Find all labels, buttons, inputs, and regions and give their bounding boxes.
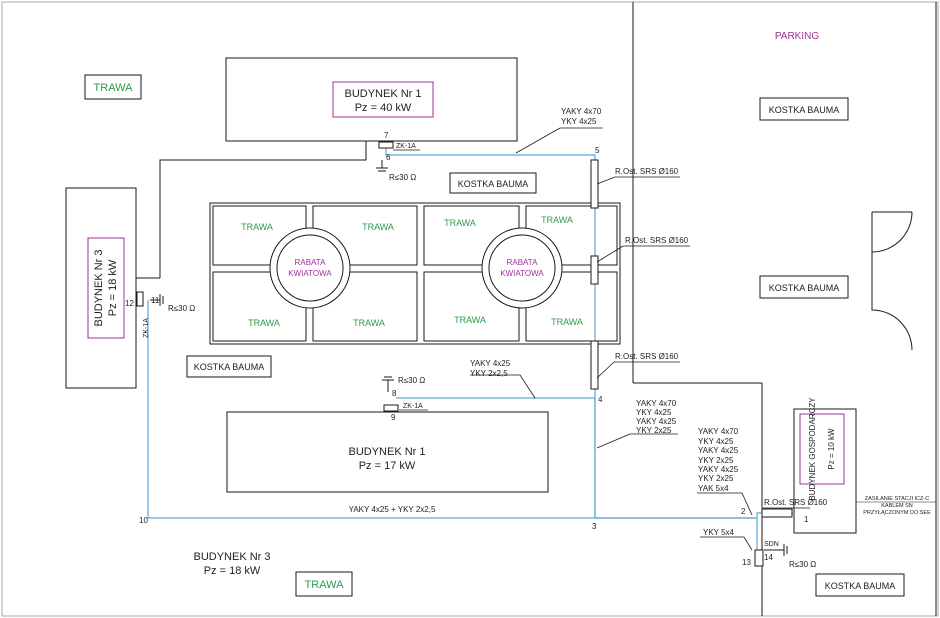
building-left bbox=[65, 187, 137, 389]
node-9: 9 bbox=[391, 413, 396, 422]
ground-label-3: R≤30 Ω bbox=[168, 304, 195, 313]
cable-right-a-2: YKY 4x25 bbox=[636, 408, 672, 417]
zk-mid-label: ZK-1A bbox=[403, 403, 423, 410]
kostka-top-right-label: KOSTKA BAUMA bbox=[769, 105, 840, 115]
kostka-left-label: KOSTKA BAUMA bbox=[194, 362, 265, 372]
cable-mid-line1: YAKY 4x25 bbox=[470, 359, 511, 368]
node-14: 14 bbox=[764, 553, 773, 562]
building-gospodarczy-name: BUDYNEK GOSPODARCZY bbox=[808, 397, 817, 501]
node-8: 8 bbox=[392, 389, 397, 398]
building-middle-name: BUDYNEK Nr 1 bbox=[348, 446, 425, 458]
garden-trawa-8: TRAWA bbox=[551, 317, 583, 327]
node-11: 11 bbox=[151, 296, 160, 305]
building-bottom-left-name: BUDYNEK Nr 3 bbox=[193, 551, 270, 563]
conduit-label-2: R.Ost. SRS Ø160 bbox=[625, 236, 689, 245]
cable-right-a-4: YKY 2x25 bbox=[636, 426, 672, 435]
note-line3: PRZYŁĄCZONYM DO SEE bbox=[863, 510, 931, 516]
node-4: 4 bbox=[598, 395, 603, 404]
cable-right-a-3: YAKY 4x25 bbox=[636, 417, 677, 426]
rabata-right-line2: KWIATOWA bbox=[500, 269, 544, 278]
cable-right-b-6: YKY 2x25 bbox=[698, 474, 734, 483]
node-3: 3 bbox=[592, 522, 597, 531]
trawa-top-box bbox=[84, 74, 142, 100]
building-top-name: BUDYNEK Nr 1 bbox=[344, 88, 421, 100]
cable-right-b-7: YAK 5x4 bbox=[698, 484, 729, 493]
sdn-label: SDN bbox=[764, 541, 779, 548]
leader-lines bbox=[393, 127, 810, 551]
cable-right-b-5: YAKY 4x25 bbox=[698, 465, 739, 474]
cable-right-b-4: YKY 2x25 bbox=[698, 456, 734, 465]
rabata-left-line1: RABATA bbox=[295, 258, 326, 267]
rabata-right-line1: RABATA bbox=[507, 258, 538, 267]
zk-top-label: ZK-1A bbox=[396, 143, 416, 150]
kostka-left-box bbox=[186, 355, 272, 378]
cable-sdn-feed: YKY 5x4 bbox=[703, 528, 735, 537]
conduit-label-1: R.Ost. SRS Ø160 bbox=[615, 167, 679, 176]
cable-mid-line2: YKY 2x2,5 bbox=[470, 369, 508, 378]
node-2: 2 bbox=[741, 507, 746, 516]
kostka-center-label: KOSTKA BAUMA bbox=[458, 179, 529, 189]
kostka-mid-right-label: KOSTKA BAUMA bbox=[769, 283, 840, 293]
garden-trawa-2: TRAWA bbox=[362, 222, 394, 232]
conduit-label-4: R.Ost. SRS Ø160 bbox=[764, 498, 828, 507]
garden-outline bbox=[209, 202, 621, 345]
node-10: 10 bbox=[139, 516, 148, 525]
node-13: 13 bbox=[742, 558, 751, 567]
building-gospodarczy-power: Pz = 10 kW bbox=[827, 428, 836, 470]
garden-trawa-5: TRAWA bbox=[444, 218, 476, 228]
garden-trawa-7: TRAWA bbox=[454, 315, 486, 325]
kostka-mid-right-box bbox=[759, 275, 849, 299]
cable-right-b-2: YKY 4x25 bbox=[698, 437, 734, 446]
trawa-bottom-label: TRAWA bbox=[305, 579, 345, 591]
node-7: 7 bbox=[384, 131, 389, 140]
building-gospodarczy-label-box bbox=[799, 413, 845, 485]
cable-top-line2: YKY 4x25 bbox=[561, 117, 597, 126]
garden-trawa-4: TRAWA bbox=[353, 318, 385, 328]
building-left-label-box bbox=[87, 237, 125, 339]
cable-right-a-1: YAKY 4x70 bbox=[636, 399, 677, 408]
cable-bottom-run: YAKY 4x25 + YKY 2x2,5 bbox=[349, 505, 436, 514]
garden-trawa-3: TRAWA bbox=[248, 318, 280, 328]
node-12: 12 bbox=[125, 299, 134, 308]
node-6: 6 bbox=[386, 153, 391, 162]
conduit-label-3: R.Ost. SRS Ø160 bbox=[615, 352, 679, 361]
ground-label-4: R≤30 Ω bbox=[789, 560, 816, 569]
note-line1: ZASILANIE STACJI ICZ-C bbox=[865, 496, 929, 502]
ground-label-2: R≤30 Ω bbox=[398, 376, 425, 385]
cable-right-b-3: YAKY 4x25 bbox=[698, 446, 739, 455]
kostka-bottom-right-label: KOSTKA BAUMA bbox=[825, 581, 896, 591]
gate-symbol bbox=[871, 211, 913, 351]
grounding-symbols bbox=[150, 160, 788, 556]
kostka-bottom-right-box bbox=[815, 573, 905, 597]
connection-boxes bbox=[136, 141, 764, 567]
trawa-bottom-box bbox=[295, 571, 353, 597]
zk-left-label: ZK-1A bbox=[143, 318, 150, 338]
building-gospodarczy bbox=[793, 408, 857, 534]
garden-trawa-6: TRAWA bbox=[541, 215, 573, 225]
building-middle bbox=[226, 411, 549, 493]
building-bottom-left-power: Pz = 18 kW bbox=[204, 565, 261, 577]
kostka-top-right-box bbox=[759, 97, 849, 121]
ground-label-1: R≤30 Ω bbox=[389, 173, 416, 182]
kostka-center-box bbox=[449, 172, 537, 194]
note-line2: KABLEM SN bbox=[881, 503, 913, 509]
node-1: 1 bbox=[804, 515, 809, 524]
trawa-top-label: TRAWA bbox=[94, 82, 134, 94]
building-left-power: Pz = 18 kW bbox=[107, 259, 119, 316]
garden-trawa-1: TRAWA bbox=[241, 222, 273, 232]
building-top-power: Pz = 40 kW bbox=[355, 102, 412, 114]
conduit-marks bbox=[590, 159, 793, 518]
building-top-label-box bbox=[332, 81, 434, 118]
parking-label: PARKING bbox=[775, 31, 819, 42]
cable-top-line1: YAKY 4x70 bbox=[561, 107, 602, 116]
node-5: 5 bbox=[595, 146, 600, 155]
cable-right-b-1: YAKY 4x70 bbox=[698, 427, 739, 436]
building-middle-power: Pz = 17 kW bbox=[359, 460, 416, 472]
rabata-left-line2: KWIATOWA bbox=[288, 269, 332, 278]
building-left-name: BUDYNEK Nr 3 bbox=[93, 249, 105, 326]
building-top bbox=[225, 57, 518, 142]
